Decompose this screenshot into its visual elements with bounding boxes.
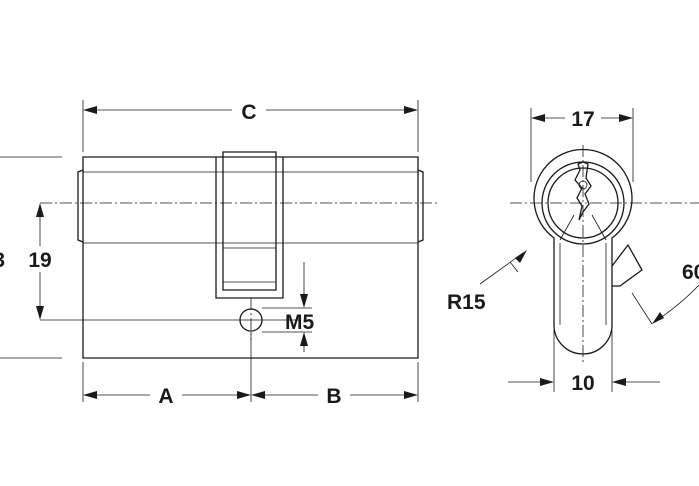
- dimension-a-b: A B: [82, 332, 419, 408]
- dimension-c: C: [82, 96, 419, 152]
- dimension-total-height-label: 3: [0, 249, 5, 272]
- dimension-10: 10: [508, 330, 660, 395]
- dimension-60: 60: [631, 261, 699, 325]
- cylinder-end-view: [510, 145, 699, 365]
- dimension-r15: R15: [447, 250, 527, 314]
- dimension-a-label: A: [158, 385, 173, 408]
- dimension-total-height: 3: [0, 156, 62, 359]
- dimension-17: 17: [530, 104, 634, 182]
- dimension-19-label: 19: [28, 249, 51, 272]
- dimension-19: 19: [22, 203, 58, 320]
- dimension-17-label: 17: [571, 108, 594, 131]
- dimension-60-label: 60: [682, 261, 699, 284]
- cylinder-side-view: [40, 151, 440, 359]
- dimension-c-label: C: [241, 101, 256, 124]
- dimension-m5: M5: [262, 262, 314, 352]
- dimension-b-label: B: [326, 385, 341, 408]
- dimension-m5-label: M5: [285, 311, 314, 334]
- dimension-10-label: 10: [571, 372, 594, 395]
- dimension-r15-label: R15: [447, 291, 486, 314]
